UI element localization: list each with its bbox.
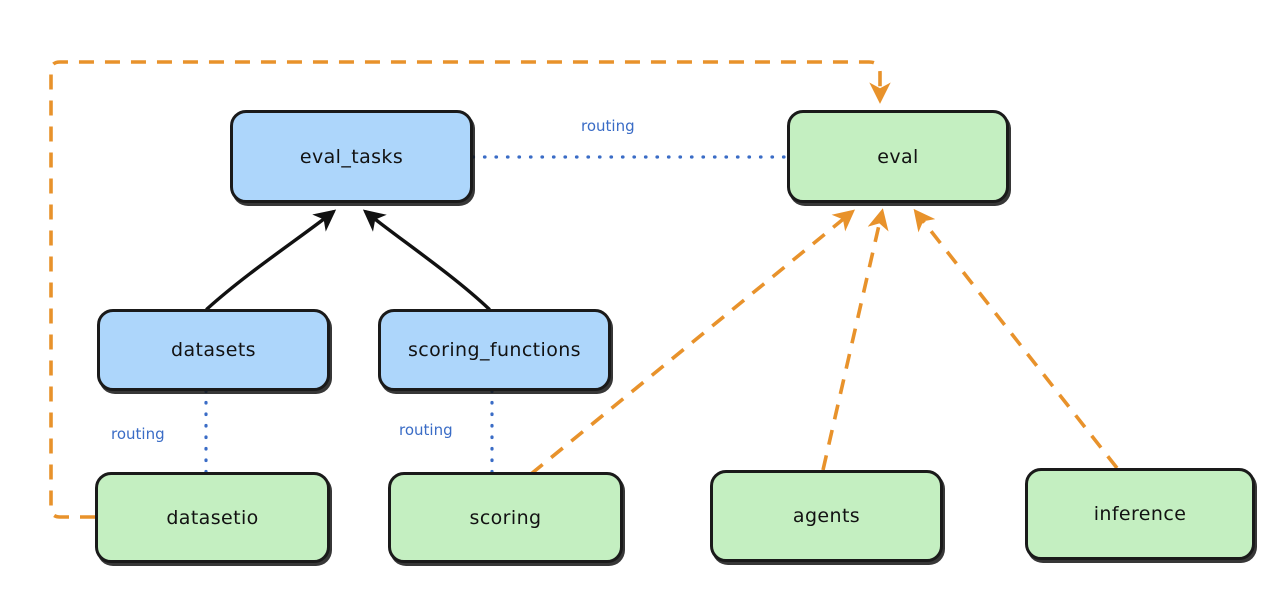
edge-label-routing-datasets-datasetio: routing	[108, 425, 168, 443]
node-label-inference: inference	[1093, 503, 1187, 525]
node-datasets[interactable]: datasets	[97, 309, 330, 391]
node-scoring-functions[interactable]: scoring_functions	[378, 309, 611, 391]
node-datasetio[interactable]: datasetio	[95, 472, 330, 563]
node-label-scoring-functions: scoring_functions	[408, 339, 581, 361]
edge-datasets-to-eval-tasks	[205, 209, 337, 311]
edge-label-routing-eval-tasks-eval: routing	[578, 117, 638, 135]
node-label-scoring: scoring	[469, 506, 542, 529]
edge-scoring-to-eval	[529, 209, 856, 476]
node-agents[interactable]: agents	[710, 470, 943, 562]
node-eval[interactable]: eval	[787, 110, 1009, 203]
node-label-datasets: datasets	[171, 339, 256, 361]
edge-inference-to-eval	[913, 208, 1119, 470]
edge-scoring-functions-to-eval-tasks	[362, 209, 491, 311]
node-eval-tasks[interactable]: eval_tasks	[230, 110, 473, 203]
edge-label-routing-scoring-functions-scoring: routing	[396, 421, 456, 439]
node-scoring[interactable]: scoring	[388, 472, 623, 563]
node-label-eval-tasks: eval_tasks	[299, 145, 404, 168]
node-label-datasetio: datasetio	[166, 506, 259, 529]
node-inference[interactable]: inference	[1025, 468, 1255, 560]
edge-agents-to-eval	[821, 208, 889, 471]
node-label-eval: eval	[877, 145, 919, 168]
node-label-agents: agents	[792, 505, 861, 527]
